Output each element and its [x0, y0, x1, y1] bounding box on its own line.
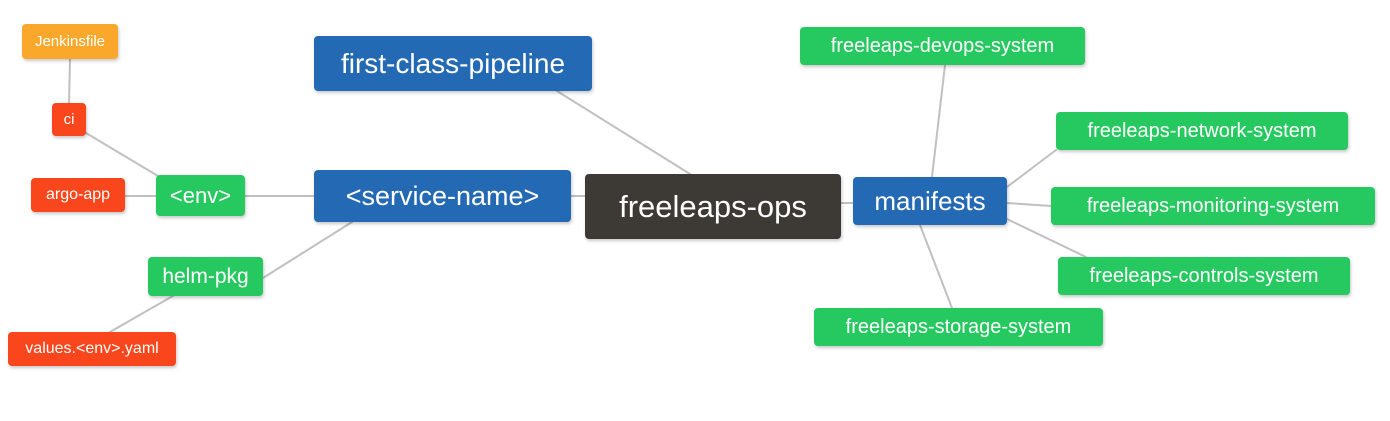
node-argo-app[interactable]: argo-app: [31, 178, 125, 212]
node-freeleaps-monitoring-system[interactable]: freeleaps-monitoring-system: [1051, 187, 1375, 225]
edge-manifests-devops: [931, 64, 946, 178]
node-service-name[interactable]: <service-name>: [314, 170, 571, 222]
node-freeleaps-devops-system[interactable]: freeleaps-devops-system: [800, 27, 1085, 65]
node-label-env: <env>: [169, 182, 232, 208]
edge-firstclass-ops: [556, 90, 691, 175]
node-label-service-name: <service-name>: [345, 180, 540, 211]
edge-manifests-network: [1006, 149, 1057, 188]
node-freeleaps-network-system[interactable]: freeleaps-network-system: [1056, 112, 1348, 150]
node-manifests[interactable]: manifests: [853, 177, 1007, 225]
node-label-first-class-pipeline: first-class-pipeline: [340, 47, 566, 79]
node-env[interactable]: <env>: [156, 175, 245, 216]
node-helm-pkg[interactable]: helm-pkg: [148, 257, 263, 296]
node-label-values-yaml: values.<env>.yaml: [25, 340, 159, 357]
edge-manifests-storage: [919, 224, 953, 309]
node-label-freeleaps-monitoring-system: freeleaps-monitoring-system: [1086, 195, 1340, 217]
node-ci[interactable]: ci: [52, 103, 86, 136]
node-values-yaml[interactable]: values.<env>.yaml: [8, 332, 176, 366]
edge-manifests-monitoring: [1006, 202, 1052, 207]
node-freeleaps-ops[interactable]: freeleaps-ops: [585, 174, 841, 239]
node-jenkinsfile[interactable]: Jenkinsfile: [22, 24, 118, 59]
node-label-freeleaps-ops: freeleaps-ops: [619, 189, 807, 224]
node-label-freeleaps-devops-system: freeleaps-devops-system: [830, 35, 1055, 57]
node-label-helm-pkg: helm-pkg: [162, 265, 249, 288]
node-label-freeleaps-network-system: freeleaps-network-system: [1087, 120, 1317, 142]
node-label-ci: ci: [63, 111, 75, 128]
node-label-argo-app: argo-app: [45, 186, 111, 203]
node-label-jenkinsfile: Jenkinsfile: [34, 33, 106, 50]
edge-helmpkg-valuesyaml: [109, 292, 179, 333]
edge-servicename-helmpkg: [262, 221, 353, 279]
node-label-manifests: manifests: [874, 186, 986, 216]
node-freeleaps-storage-system[interactable]: freeleaps-storage-system: [814, 308, 1103, 346]
node-label-freeleaps-controls-system: freeleaps-controls-system: [1089, 265, 1319, 287]
node-first-class-pipeline[interactable]: first-class-pipeline: [314, 36, 592, 91]
node-freeleaps-controls-system[interactable]: freeleaps-controls-system: [1058, 257, 1350, 295]
edge-jenkinsfile-ci: [68, 58, 71, 104]
node-label-freeleaps-storage-system: freeleaps-storage-system: [845, 316, 1072, 338]
edge-ci-env: [85, 132, 159, 177]
